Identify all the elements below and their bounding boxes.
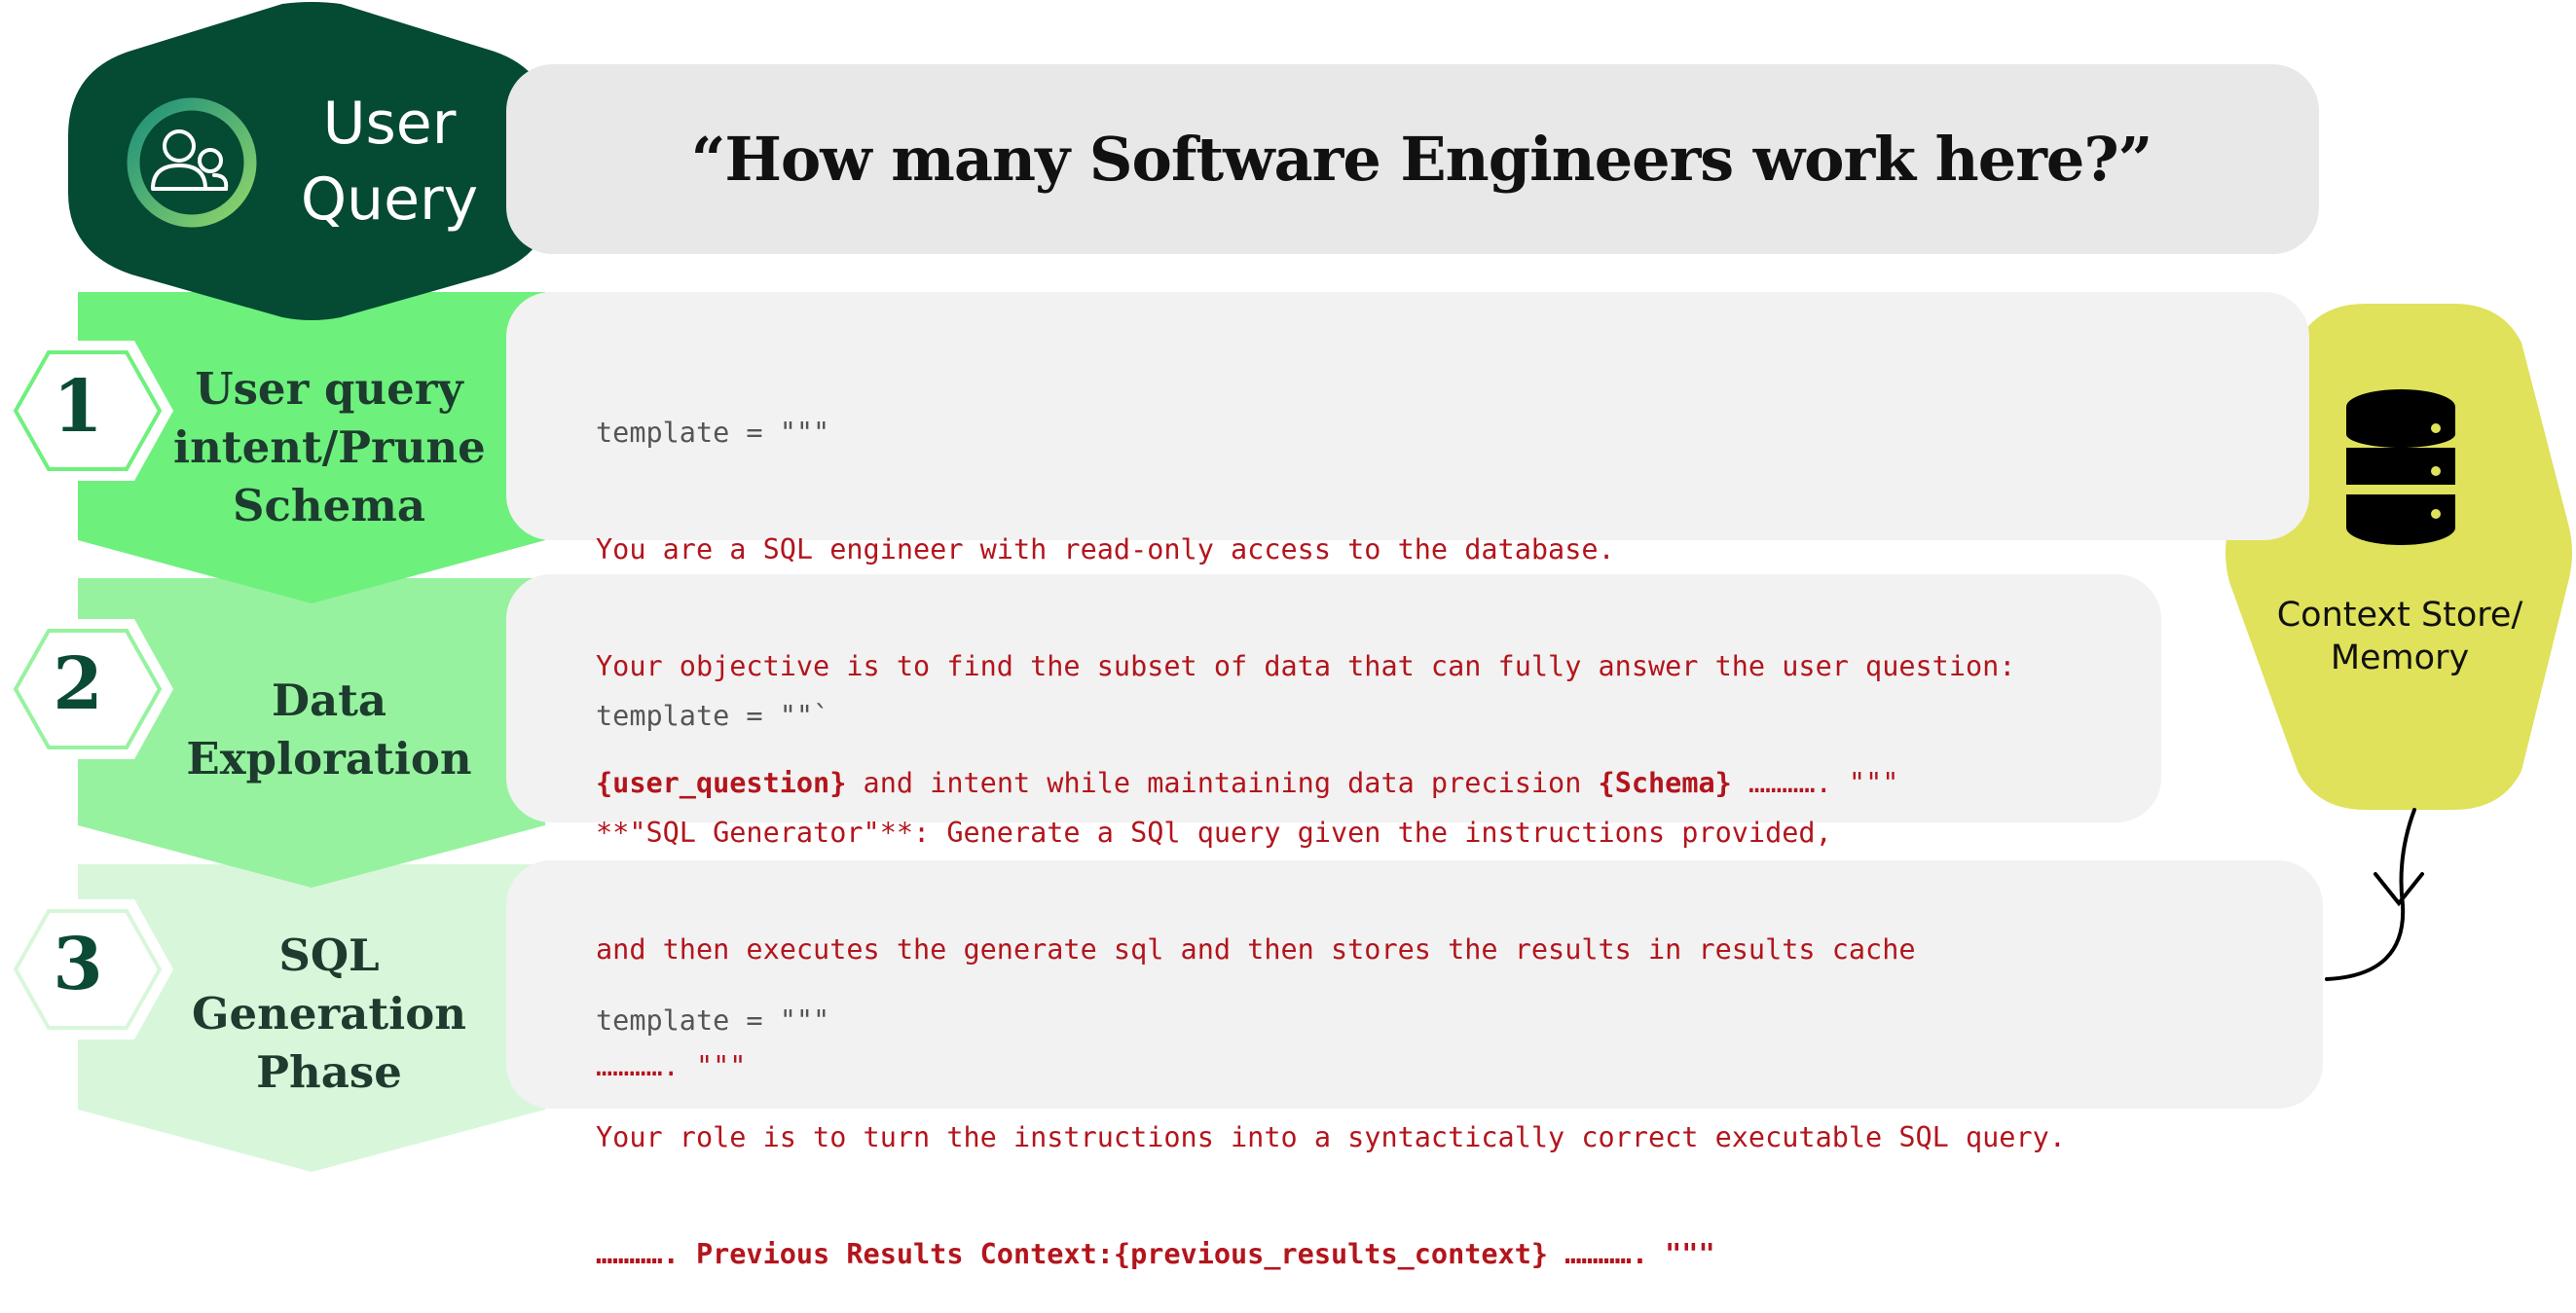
context-store-shape <box>2226 304 2572 810</box>
step-2-template-panel <box>506 574 2161 822</box>
step-2-hexagon <box>2 619 173 759</box>
step-1-number: 1 <box>53 365 103 449</box>
step-1-hexagon <box>2 341 173 481</box>
step-3-label-line: Generation <box>192 988 466 1039</box>
step-3-label: SQL Generation Phase <box>173 927 485 1102</box>
user-query-header-shape <box>68 2 553 320</box>
code-text: …………. """ <box>1731 767 1899 799</box>
code-line: **"SQL Generator"**: Generate a SQl quer… <box>596 817 1832 849</box>
code-line: You are a SQL engineer with read-only ac… <box>596 533 1615 565</box>
step-2-label-line: Exploration <box>186 733 472 784</box>
code-placeholder-schema: {Schema} <box>1598 767 1732 799</box>
step-1-label-line: User query <box>195 363 463 415</box>
code-text: and intent while maintaining data precis… <box>846 767 1599 799</box>
step-1-label: User query intent/Prune Schema <box>173 360 486 535</box>
code-line: and then executes the generate sql and t… <box>596 933 1916 966</box>
context-store-label-line2: Memory <box>2330 638 2470 677</box>
code-placeholder-user-question: {user_question} <box>596 767 847 799</box>
context-store-label-line1: Context Store/ <box>2276 596 2523 635</box>
step-3-number: 3 <box>53 923 103 1006</box>
step-1-band <box>78 292 545 603</box>
step-3-code: template = """ Your role is to turn the … <box>596 924 2066 1313</box>
code-line: …………. """ <box>596 1050 747 1082</box>
code-template-keyword: template = ""` <box>596 700 830 732</box>
user-query-title: User Query <box>263 86 516 237</box>
user-question-text: “How many Software Engineers work here?” <box>690 124 2153 195</box>
context-connector-arrow <box>2325 808 2424 981</box>
users-icon <box>127 97 257 228</box>
step-2-code: template = ""` **"SQL Generator"**: Gene… <box>596 619 1916 1125</box>
step-1-code: template = """ You are a SQL engineer wi… <box>596 336 2015 842</box>
code-template-keyword: template = """ <box>596 1004 830 1037</box>
step-2-number: 2 <box>53 642 103 726</box>
step-1-label-line: intent/Prune <box>173 421 486 473</box>
step-3-label-line: Phase <box>256 1046 402 1098</box>
step-3-template-panel <box>506 860 2323 1109</box>
step-2-band <box>78 578 545 888</box>
code-line: Your role is to turn the instructions in… <box>596 1121 2066 1153</box>
step-2-label: Data Exploration <box>173 672 485 788</box>
user-query-title-line1: User <box>322 90 457 158</box>
user-query-title-line2: Query <box>300 165 479 234</box>
step-3-hexagon <box>2 899 173 1039</box>
context-store-label: Context Store/ Memory <box>2220 594 2576 679</box>
step-1-template-panel <box>506 292 2309 540</box>
diagram-shapes <box>2 2 2572 1172</box>
step-3-band <box>78 864 545 1172</box>
step-1-label-line: Schema <box>232 480 426 531</box>
code-template-keyword: template = """ <box>596 417 830 449</box>
code-line-previous-results: …………. Previous Results Context:{previous… <box>596 1238 1715 1270</box>
code-line: Your objective is to find the subset of … <box>596 650 2016 682</box>
step-2-label-line: Data <box>271 675 387 726</box>
database-icon <box>2344 389 2457 545</box>
query-panel <box>506 64 2319 254</box>
step-3-label-line: SQL <box>278 930 380 981</box>
